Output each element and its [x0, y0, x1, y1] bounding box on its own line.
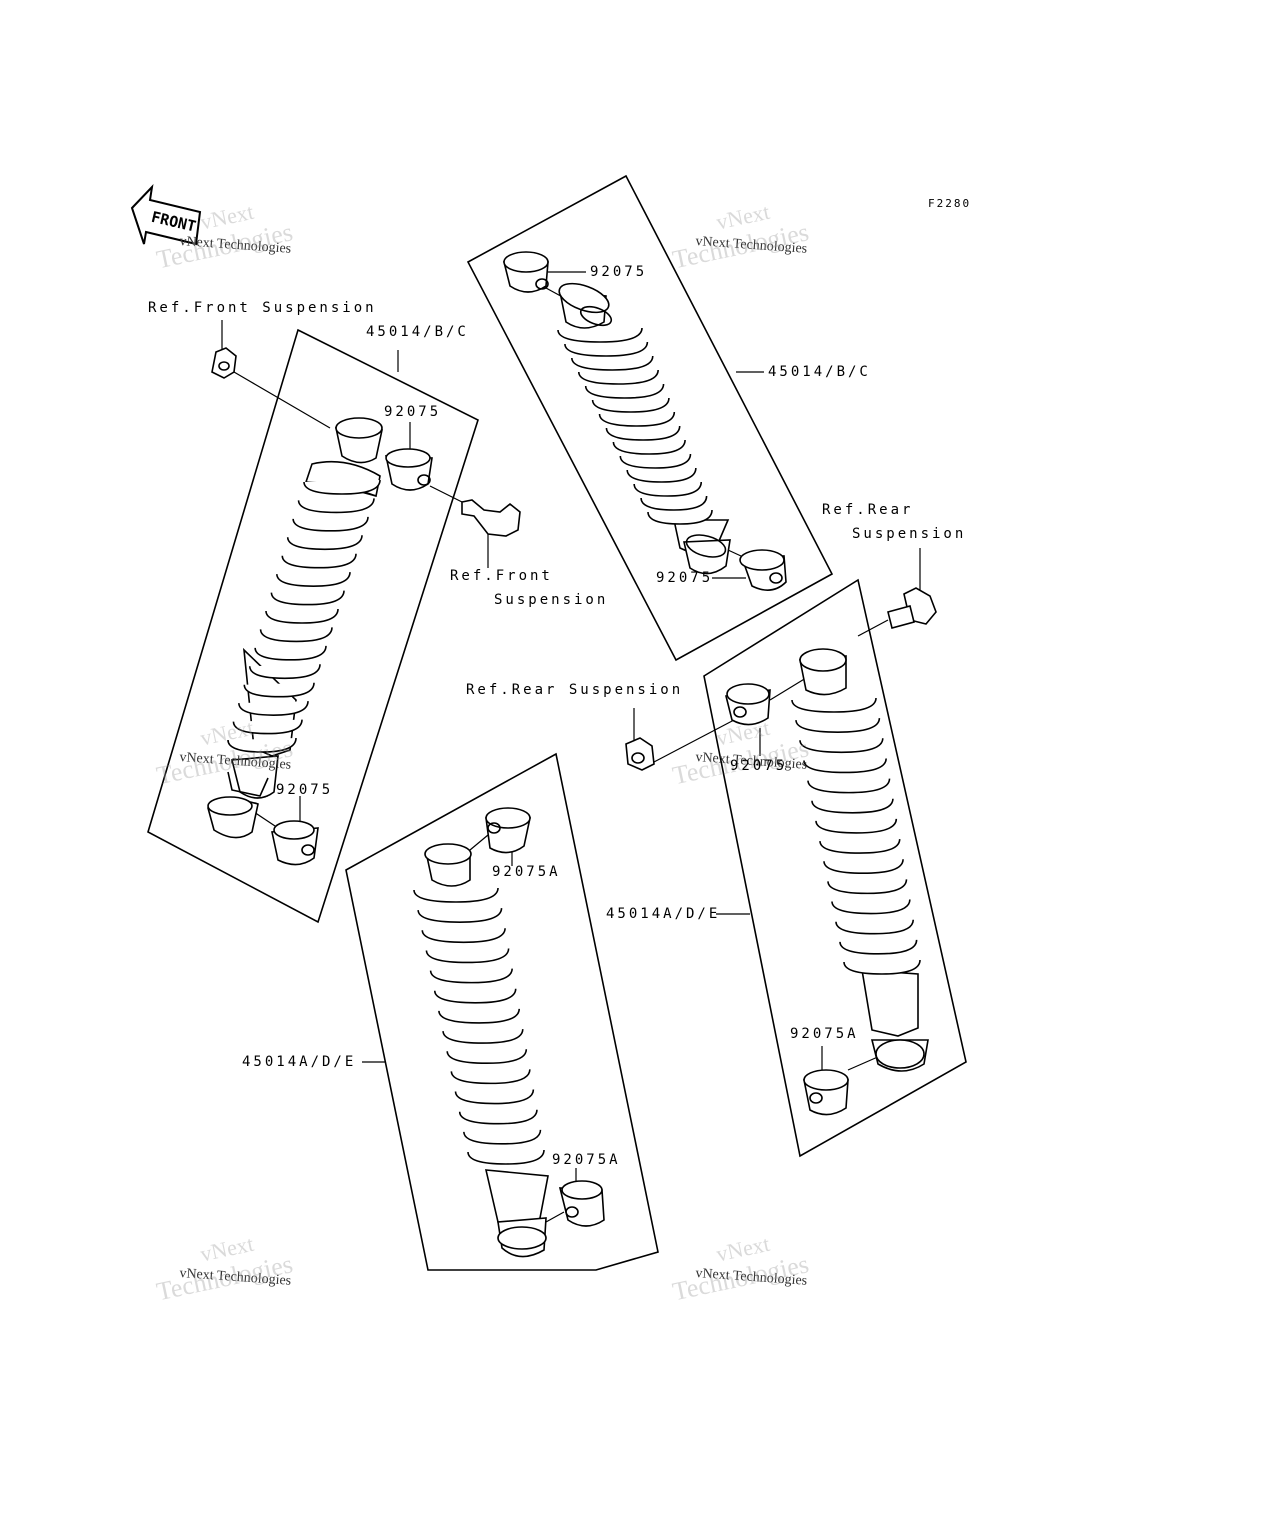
spring-coil	[417, 908, 503, 923]
spring-coil	[619, 453, 692, 469]
spring-coil	[425, 948, 510, 964]
spring-coil	[454, 1089, 535, 1105]
shock-a-bushing-top-part-number: 92075	[384, 404, 442, 420]
spring-coil	[254, 645, 327, 661]
shock-b-bushing-top-part-number: 92075	[590, 264, 648, 280]
spring-coil	[232, 719, 303, 735]
spring-coil	[463, 1129, 542, 1145]
frame-shock-d	[703, 578, 967, 1158]
spring-coil	[640, 495, 708, 511]
spring-coil	[633, 481, 703, 497]
spring-coil	[276, 572, 351, 587]
spring-coil	[421, 928, 506, 944]
spring-coil	[297, 498, 375, 514]
spring-coil	[799, 738, 884, 754]
spring-coil	[571, 355, 654, 371]
spring-coil	[286, 535, 363, 551]
spring-coil	[450, 1069, 531, 1085]
spring-coil	[413, 887, 499, 903]
spring-coil	[831, 899, 911, 915]
spring-coil	[442, 1028, 524, 1044]
spring-coil	[265, 608, 339, 624]
shock-c-drawing	[413, 807, 605, 1258]
spring-coil	[827, 879, 908, 895]
spring-coil	[227, 737, 297, 753]
spring-coil	[612, 439, 686, 455]
spring-coil	[438, 1008, 521, 1024]
spring-coil	[605, 425, 681, 441]
shock-d-part-number: 45014A/D/E	[606, 906, 721, 922]
spring-coil	[458, 1109, 538, 1125]
spring-coil	[446, 1049, 528, 1065]
ref-rear-label-line2: Suspension	[852, 526, 967, 542]
spring-coil	[577, 369, 659, 385]
spring-coil	[303, 479, 381, 495]
spring-coil	[281, 553, 357, 569]
spring-coil	[584, 383, 665, 399]
spring-coil	[839, 939, 918, 955]
shock-b-part-number: 45014/B/C	[768, 364, 871, 380]
ref-front-bolt-label-line1: Ref.Front	[450, 568, 553, 584]
spring-coil	[467, 1149, 545, 1165]
ref-rear-label-line1: Ref.Rear	[822, 502, 914, 518]
spring-coil	[626, 467, 697, 483]
spring-coil	[803, 758, 887, 774]
spring-coil	[815, 818, 898, 834]
shock-d-drawing	[625, 587, 937, 1116]
spring-coil	[292, 516, 369, 532]
frame-shock-b	[466, 174, 834, 662]
ref-front-bolt-label-line2: Suspension	[494, 592, 609, 608]
shock-c-bushing-top-part-number: 92075A	[492, 864, 561, 880]
shock-d-bushing-bottom-part-number: 92075A	[790, 1026, 859, 1042]
shock-c-part-number: 45014A/D/E	[242, 1054, 357, 1070]
spring-coil	[811, 798, 894, 814]
spring-coil	[429, 968, 513, 984]
spring-coil	[248, 664, 321, 680]
spring-coil	[270, 590, 345, 606]
shock-a-drawing	[207, 347, 521, 866]
spring-coil	[564, 341, 649, 357]
spring-coil	[598, 411, 676, 427]
shock-a-part-number: 45014/B/C	[366, 324, 469, 340]
front-arrow-icon: FRONT	[130, 184, 202, 246]
spring-coil	[557, 327, 643, 343]
figure-code: F2280	[928, 197, 972, 210]
spring-coil	[819, 838, 901, 854]
shock-a-bushing-bottom-part-number: 92075	[276, 782, 334, 798]
spring-coil	[807, 778, 891, 794]
spring-coil	[795, 718, 881, 733]
spring-coil	[843, 959, 921, 975]
spring-coil	[791, 697, 877, 713]
spring-coil	[243, 682, 315, 698]
spring-coil	[647, 509, 713, 525]
spring-coil	[433, 988, 517, 1004]
shock-b-drawing	[502, 251, 787, 591]
frame-shock-c	[345, 752, 659, 1271]
frame-shock-a	[147, 328, 479, 924]
spring-coil	[835, 919, 915, 935]
shock-b-bushing-bottom-part-number: 92075	[656, 570, 714, 586]
ref-rear-suspension-label: Ref.Rear Suspension	[466, 682, 684, 698]
spring-coil	[259, 627, 333, 643]
shock-d-bushing-top-part-number: 92075	[730, 758, 788, 774]
spring-coil	[591, 397, 670, 413]
spring-coil	[238, 701, 309, 716]
spring-coil	[823, 859, 904, 875]
shock-c-bushing-bottom-part-number: 92075A	[552, 1152, 621, 1168]
ref-front-suspension-label: Ref.Front Suspension	[148, 300, 377, 316]
